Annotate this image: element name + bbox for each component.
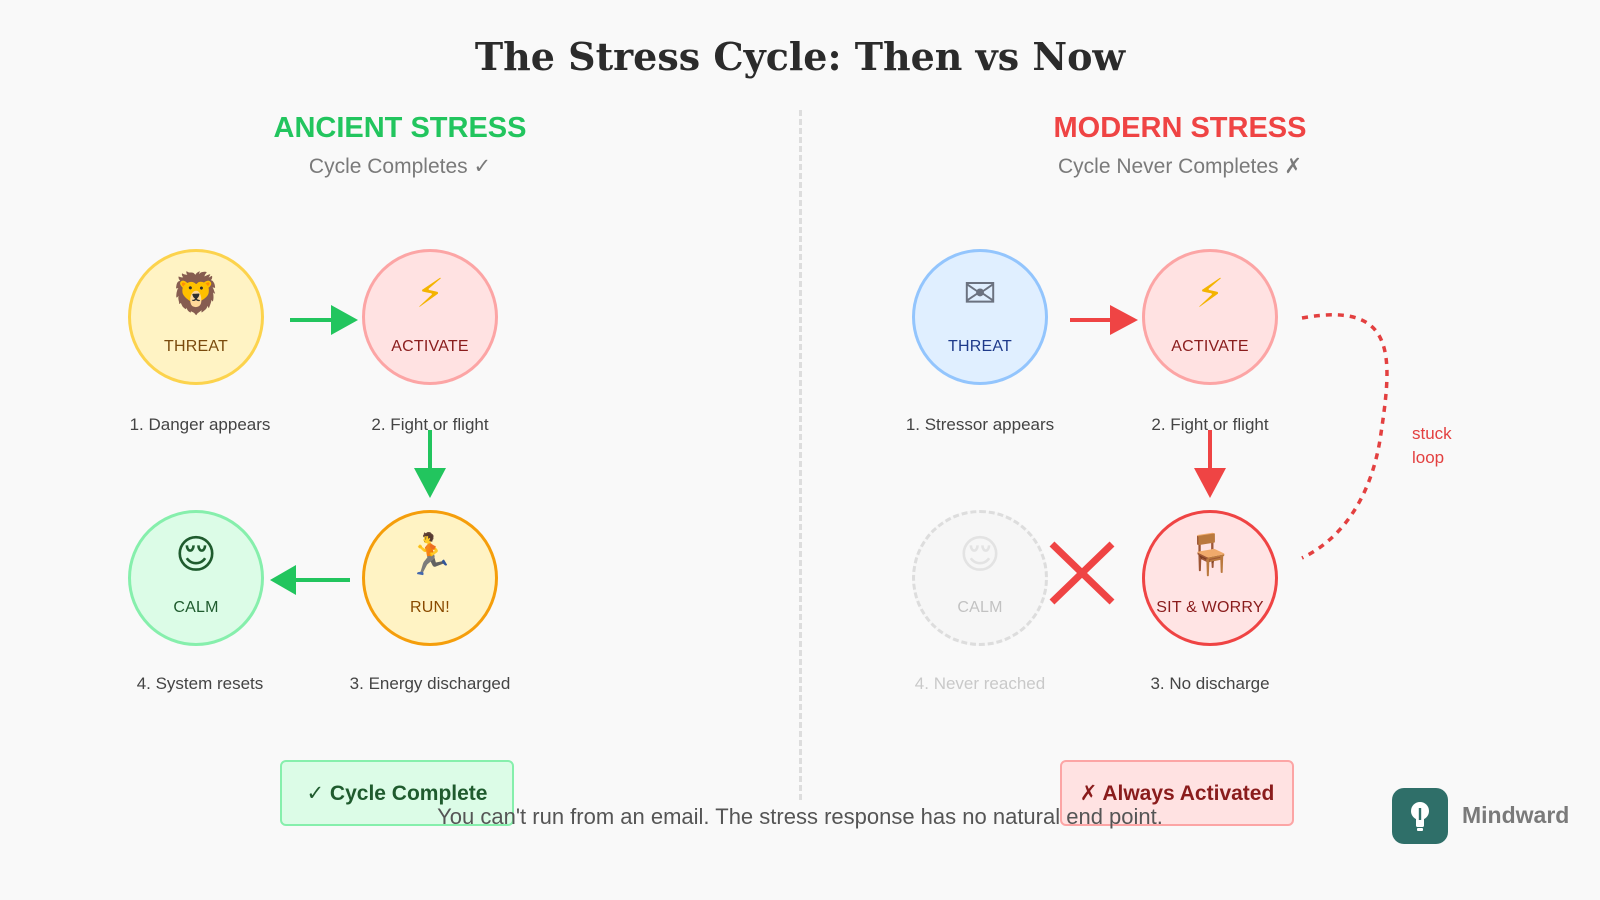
always-activated-badge: ✗ Always Activated — [1060, 760, 1294, 826]
ancient-calm-label: CALM — [173, 599, 219, 616]
modern-worry-node: 🪑 SIT & WORRY — [1142, 510, 1278, 646]
modern-calm-caption: 4. Never reached — [914, 674, 1046, 693]
modern-activate-caption: 2. Fight or flight — [1151, 415, 1269, 434]
modern-worry-label: SIT & WORRY — [1156, 599, 1264, 616]
envelope-icon: ✉ — [963, 271, 997, 317]
ancient-run-caption: 3. Energy discharged — [349, 674, 511, 693]
ancient-activate-caption: 2. Fight or flight — [371, 415, 489, 434]
stuck-loop-label-line2: loop — [1412, 448, 1445, 467]
modern-subheading: Cycle Never Completes ✗ — [1057, 155, 1302, 178]
ancient-calm-caption: 4. System resets — [136, 674, 264, 693]
modern-threat-node: ✉ THREAT — [912, 249, 1048, 385]
modern-calm-node: 😌 CALM — [912, 510, 1048, 646]
lightning-icon: ⚡ — [1195, 271, 1225, 317]
modern-threat-caption: 1. Stressor appears — [905, 415, 1055, 434]
chair-icon: 🪑 — [1185, 532, 1235, 578]
lightning-icon: ⚡ — [415, 271, 445, 317]
lightbulb-icon — [1411, 802, 1429, 831]
runner-icon: 🏃 — [405, 532, 455, 578]
brand-logo — [1392, 788, 1448, 844]
ancient-threat-label: THREAT — [163, 338, 228, 355]
ancient-calm-node: 😌 CALM — [128, 510, 264, 646]
ancient-heading: ANCIENT STRESS — [273, 112, 527, 144]
stuck-loop-path — [1301, 313, 1389, 560]
stuck-loop-label: stuck loop — [1412, 422, 1452, 470]
ancient-activate-node: ⚡ ACTIVATE — [362, 249, 498, 385]
cycle-complete-badge: ✓ Cycle Complete — [280, 760, 514, 826]
modern-activate-label: ACTIVATE — [1171, 338, 1249, 355]
center-divider — [799, 110, 802, 800]
brand-name: Mindward — [1462, 802, 1570, 828]
ancient-threat-node: 🦁 THREAT — [128, 249, 264, 385]
lion-face-icon: 🦁 — [171, 271, 221, 317]
ancient-arrowhead-activate-run — [414, 468, 446, 498]
modern-calm-label: CALM — [957, 599, 1003, 616]
ancient-subheading: Cycle Completes ✓ — [308, 155, 492, 178]
modern-worry-caption: 3. No discharge — [1150, 674, 1270, 693]
ancient-arrowhead-run-calm — [270, 565, 296, 595]
stuck-loop-label-line1: stuck — [1412, 424, 1452, 443]
ancient-run-node: 🏃 RUN! — [362, 510, 498, 646]
footer-note: You can't run from an email. The stress … — [437, 804, 1163, 829]
ancient-run-label: RUN! — [410, 599, 450, 616]
ancient-threat-caption: 1. Danger appears — [129, 415, 271, 434]
modern-arrowhead-threat-activate — [1110, 305, 1138, 335]
modern-threat-label: THREAT — [947, 338, 1012, 355]
relieved-face-icon: 😌 — [959, 532, 1001, 578]
modern-arrowhead-activate-worry — [1194, 468, 1226, 498]
relieved-face-icon: 😌 — [175, 532, 217, 578]
page-title: The Stress Cycle: Then vs Now — [474, 34, 1126, 79]
ancient-arrowhead-threat-activate — [331, 305, 358, 335]
modern-activate-node: ⚡ ACTIVATE — [1142, 249, 1278, 385]
blocked-x-icon — [1049, 541, 1115, 605]
ancient-activate-label: ACTIVATE — [391, 338, 469, 355]
modern-heading: MODERN STRESS — [1053, 112, 1307, 144]
